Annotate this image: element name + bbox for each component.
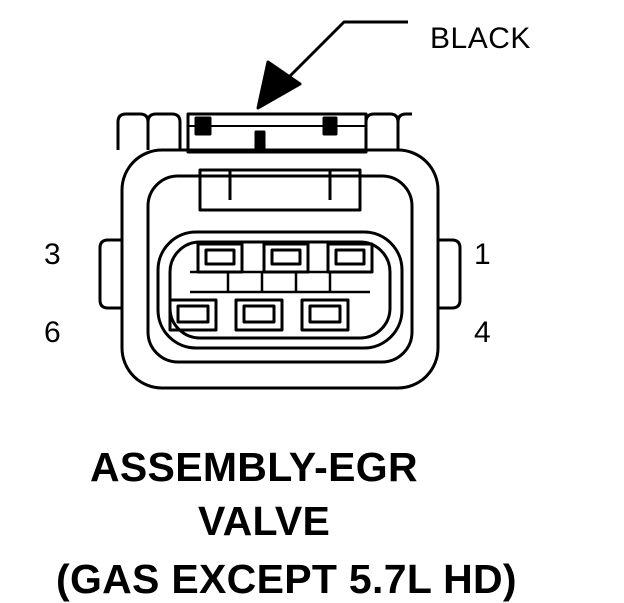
leader-arrow — [256, 20, 408, 110]
pin-row-bottom — [168, 298, 350, 332]
caption-line-1: ASSEMBLY-EGR — [90, 444, 418, 490]
terminal-grid — [190, 270, 370, 294]
wire-color-label: BLACK — [430, 22, 531, 55]
pin-row-top — [196, 242, 374, 274]
pin-label-3: 3 — [44, 238, 61, 271]
caption-line-3: (GAS EXCEPT 5.7L HD) — [56, 556, 517, 602]
left-ear — [98, 238, 122, 310]
pin-label-4: 4 — [474, 316, 491, 349]
guide-block — [198, 168, 362, 212]
cavity-area — [156, 230, 404, 350]
right-ear — [438, 238, 462, 310]
connector-inner-housing — [146, 174, 414, 364]
pin-label-6: 6 — [44, 316, 61, 349]
connector-outer-housing — [120, 148, 440, 390]
connector-latch — [116, 112, 412, 154]
caption-line-2: VALVE — [198, 498, 331, 544]
pin-label-1: 1 — [474, 238, 491, 271]
